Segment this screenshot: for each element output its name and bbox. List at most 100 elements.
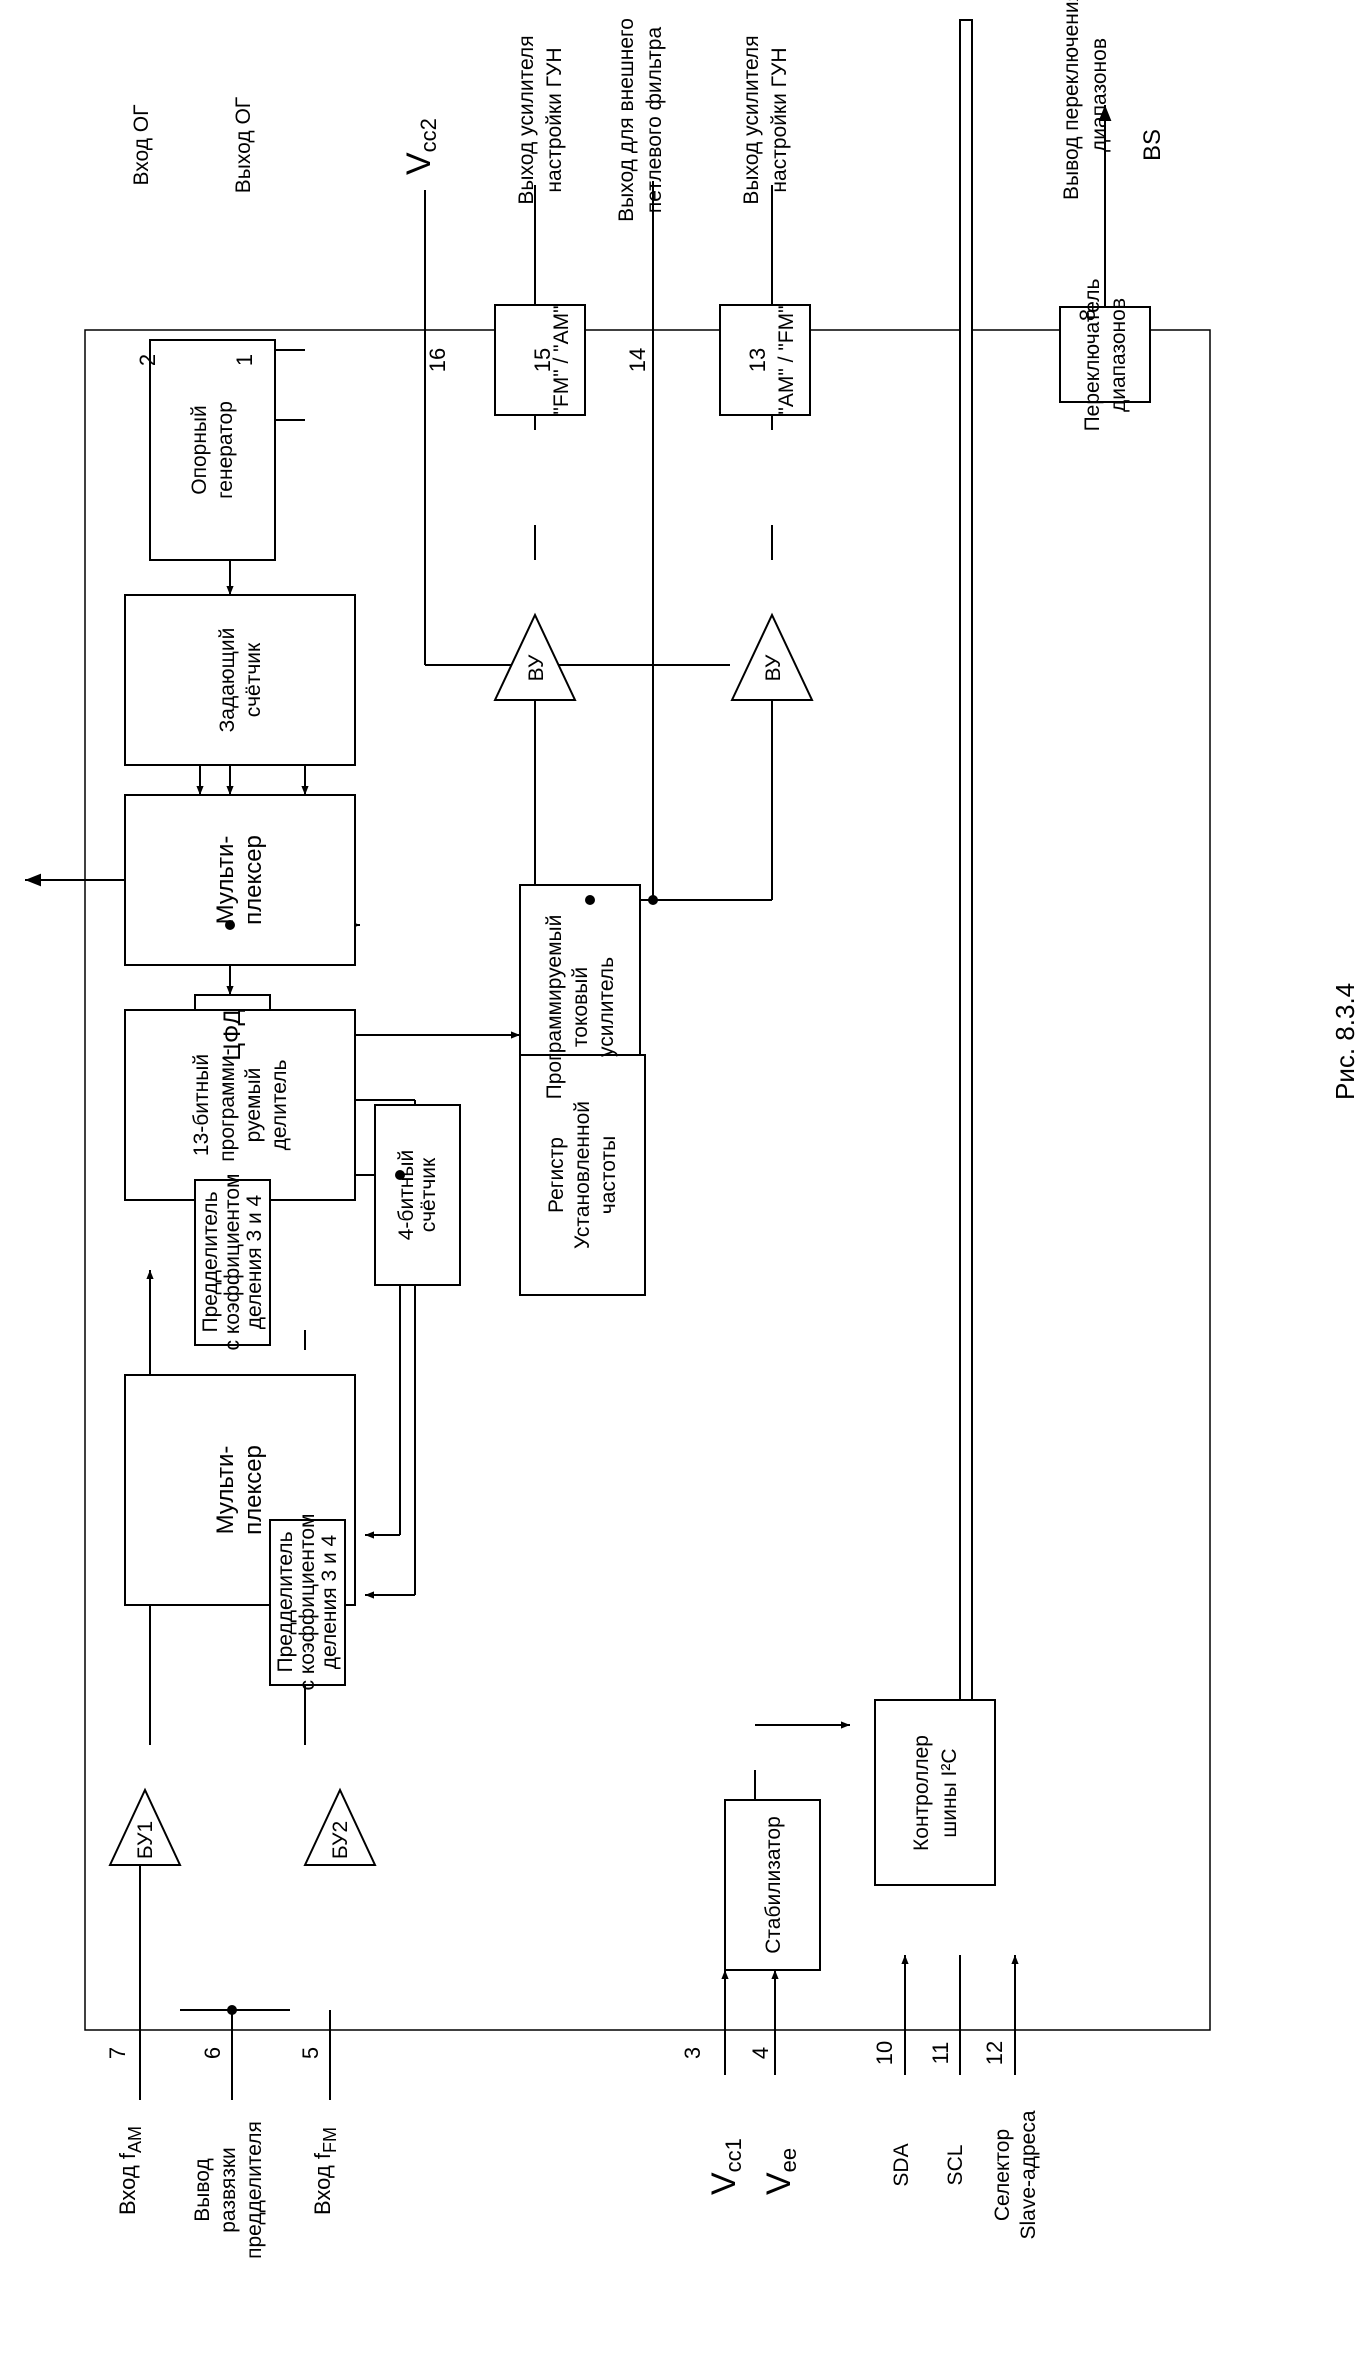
band-switch-label-line-1: Переключатель [1081, 279, 1104, 432]
mux-bottom-label-line-1: Мульти- [212, 1446, 239, 1535]
prescaler-bottom-block [269, 1519, 346, 1686]
band-switch-label-line-2: диапазонов [1107, 298, 1130, 412]
counter4-label-line-2: счётчик [417, 1157, 440, 1232]
pin-7: 7 [105, 2047, 130, 2059]
master-counter-label-line-1: Задающий [216, 628, 239, 733]
ref-oscillator-block [149, 339, 276, 561]
charge-pump-label-line-2: токовый [569, 967, 592, 1047]
pin-4: 4 [748, 2047, 773, 2059]
vco-out-13-label-line-2: настройки ГУН [768, 47, 791, 192]
prescaler-bottom-label-line-1: Предделитель [274, 1531, 297, 1672]
counter4-block [374, 1104, 461, 1286]
ref-oscillator-label-line-2: генератор [214, 401, 237, 499]
amp2-label: ВУ [762, 654, 785, 681]
vcc1-label: Vcc1 [705, 2138, 746, 2195]
pin-8: 8 [1075, 309, 1100, 321]
ffm-label: Вход fFM [310, 2127, 340, 2215]
master-counter-block [124, 594, 356, 766]
mux-top-block [124, 794, 356, 966]
vco-out-15-label-line-2: настройки ГУН [543, 47, 566, 192]
buf2-label: БУ2 [329, 1821, 352, 1859]
pfd-label: ЦФД [219, 1009, 246, 1060]
isolation-label-line-1: Вывод [191, 2158, 214, 2222]
charge-pump-label-line-3: усилитель [595, 957, 618, 1057]
switch-top-label: "FM" / "AM" [550, 305, 573, 414]
amp2-triangle [730, 612, 814, 701]
freq-register-label-line-2: Установленной [571, 1101, 594, 1249]
prescaler-bottom-label-line-3: деления 3 и 4 [318, 1534, 341, 1669]
mux-top-label-line-2: плексер [240, 835, 267, 925]
pin-6: 6 [200, 2047, 225, 2059]
mux-bottom-label-line-2: плексер [240, 1445, 267, 1535]
pin-11: 11 [928, 2042, 953, 2065]
buf2-triangle [303, 1787, 377, 1866]
amp1-label: ВУ [525, 654, 548, 681]
freq-register-block [519, 1054, 646, 1296]
blocks [124, 304, 1151, 1971]
mux-top-label-line-1: Мульти- [212, 836, 239, 925]
ref-oscillator-label-line-1: Опорный [188, 405, 211, 495]
isolation-label-line-3: предделителя [243, 2121, 266, 2259]
pin-10: 10 [872, 2041, 897, 2065]
vco-out-15-label-line-1: Выход усилителя [515, 35, 538, 204]
pin-13: 13 [745, 348, 770, 372]
ref-in-label: Вход ОГ [130, 104, 153, 185]
buf1-label: БУ1 [134, 1821, 157, 1859]
master-counter-label-line-2: счётчик [242, 642, 265, 717]
chip-boundary [84, 329, 1211, 2031]
pin-16: 16 [425, 348, 450, 372]
stabilizer-label: Стабилизатор [762, 1816, 785, 1954]
amp1-triangle [493, 612, 577, 701]
bs-out-label-line-2: диапазонов [1088, 38, 1111, 152]
switch-top-block [494, 304, 586, 416]
prescaler-bottom-label-line-2: с коэффициентом [296, 1514, 319, 1691]
vco-out-13-label-line-1: Выход усилителя [740, 35, 763, 204]
switch-bottom-label: "AM" / "FM" [775, 305, 798, 414]
pin-1: 1 [232, 354, 257, 366]
freq-register-label-line-3: частоты [597, 1136, 620, 1214]
switch-bottom-block [719, 304, 811, 416]
pin-3: 3 [680, 2047, 705, 2059]
selector-label-line-1: Селектор [991, 2129, 1014, 2221]
figure-caption: Рис. 8.3.4 [1330, 982, 1360, 1100]
i2c-controller-block [874, 1699, 996, 1886]
pin-5: 5 [298, 2047, 323, 2059]
freq-register-label-line-1: Регистр [545, 1137, 568, 1213]
pin-15: 15 [530, 348, 555, 372]
bs-out-label-line-1: Вывод переключения [1060, 0, 1083, 200]
loop-filter-14-label-line-1: Выход для внешнего [615, 18, 638, 222]
scl-label: SCL [944, 2145, 967, 2186]
prescaler-top-label-line-1: Предделитель [199, 1191, 222, 1332]
i2c-controller-label-line-1: Контроллер [910, 1735, 933, 1851]
prescaler-top-label-line-3: деления 3 и 4 [243, 1194, 266, 1329]
divider13-label-line-3: руемый [242, 1068, 265, 1143]
vcc2-label: Vcc2 [400, 118, 441, 175]
pin-14: 14 [625, 348, 650, 372]
sda-label: SDA [890, 2143, 913, 2186]
charge-pump-label-line-1: Программируемый [543, 915, 566, 1100]
pin-12: 12 [982, 2041, 1007, 2065]
ref-out-label: Выход ОГ [232, 97, 255, 193]
i2c-controller-label-line-2: шины I²C [938, 1748, 961, 1837]
junction-dots [225, 895, 658, 2015]
band-switch-block [1059, 306, 1151, 403]
counter4-label-line-1: 4-битный [395, 1150, 418, 1240]
fam-label: Вход fAM [115, 2126, 145, 2215]
pin-2: 2 [135, 354, 160, 366]
data-buses [959, 19, 973, 1786]
divider13-label-line-2: программи- [216, 1048, 239, 1161]
divider13-label-line-4: делитель [268, 1060, 291, 1151]
selector-label-line-2: Slave-адреса [1017, 2110, 1040, 2239]
loop-filter-14-label-line-2: петлевого фильтра [643, 27, 666, 214]
stabilizer-block [724, 1799, 821, 1971]
prescaler-top-block [194, 1179, 271, 1346]
amplifiers [108, 612, 814, 1866]
divider13-label-line-1: 13-битный [190, 1054, 213, 1156]
prescaler-top-label-line-2: с коэффициентом [221, 1174, 244, 1351]
isolation-label-line-2: развязки [217, 2147, 240, 2233]
bs-label: BS [1139, 129, 1166, 161]
buf1-triangle [108, 1787, 182, 1866]
